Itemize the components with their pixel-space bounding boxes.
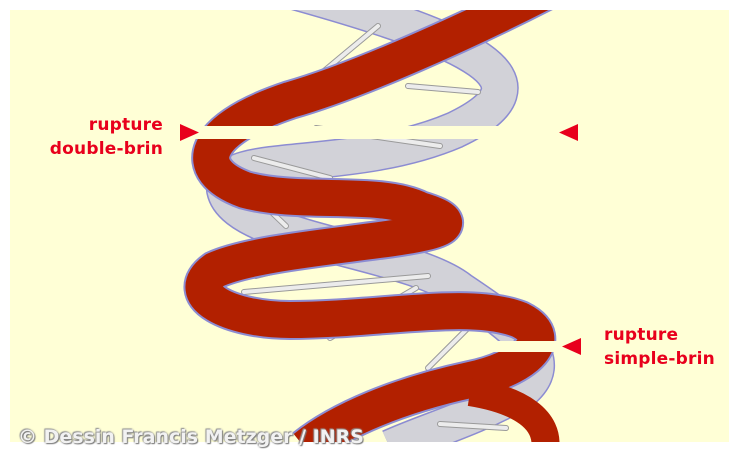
double-strand-break-label: rupture double-brin <box>50 113 163 161</box>
double-strand-break-gap <box>150 126 570 139</box>
single-strand-label-line2: simple-brin <box>604 347 715 371</box>
image-credit: © Dessin Francis Metzger / INRS <box>18 426 364 448</box>
double-strand-label-line2: double-brin <box>50 137 163 161</box>
single-strand-label-line1: rupture <box>604 323 715 347</box>
arrow-single-right <box>562 338 581 355</box>
double-strand-label-line1: rupture <box>50 113 163 137</box>
single-strand-break-gap <box>470 341 560 352</box>
single-strand-break-label: rupture simple-brin <box>604 323 715 371</box>
